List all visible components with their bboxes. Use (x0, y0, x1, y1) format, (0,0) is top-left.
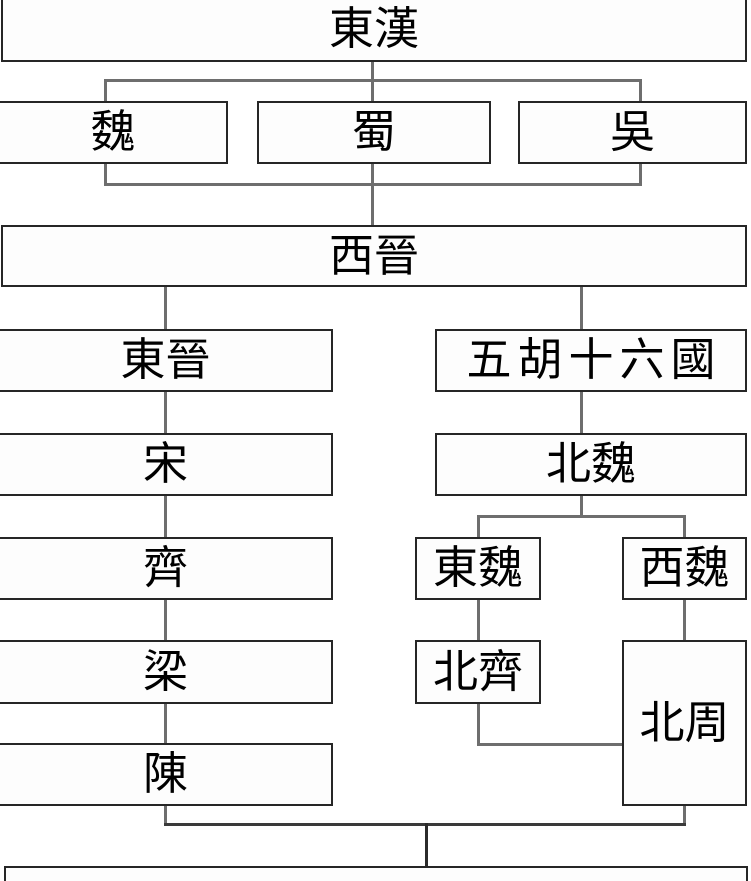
node-bei-zhou: 北周 (622, 640, 747, 806)
connector-beizhou-merge (683, 806, 686, 826)
connector-bottom-bracket (104, 183, 642, 186)
node-bei-wei: 北魏 (435, 433, 747, 496)
node-xi-wei: 西魏 (622, 537, 747, 600)
node-song: 宋 (0, 433, 333, 496)
connector-merge-to-bottom (425, 823, 428, 868)
node-dong-han: 東漢 (1, 0, 747, 62)
connector-dongwei-beiqi (477, 515, 480, 746)
node-qi: 齊 (0, 537, 333, 600)
node-dong-jin: 東晉 (0, 329, 333, 392)
node-chen: 陳 (0, 743, 333, 806)
node-wu: 吳 (518, 101, 747, 164)
connector-northern-column (580, 285, 583, 518)
node-wei: 魏 (0, 101, 228, 164)
node-liang: 梁 (0, 640, 333, 704)
node-bottom-partial (4, 866, 748, 881)
node-dong-wei: 東魏 (415, 537, 541, 600)
node-xi-jin: 西晉 (1, 225, 747, 287)
node-shu: 蜀 (257, 101, 491, 164)
connector-beiqi-beizhou (477, 743, 624, 746)
connector-top-bracket (104, 79, 642, 82)
node-bei-qi: 北齊 (415, 640, 541, 704)
connector-beiwei-split (477, 515, 686, 518)
node-wu-hu-shi-liu-guo: 五胡十六國 (435, 329, 747, 392)
